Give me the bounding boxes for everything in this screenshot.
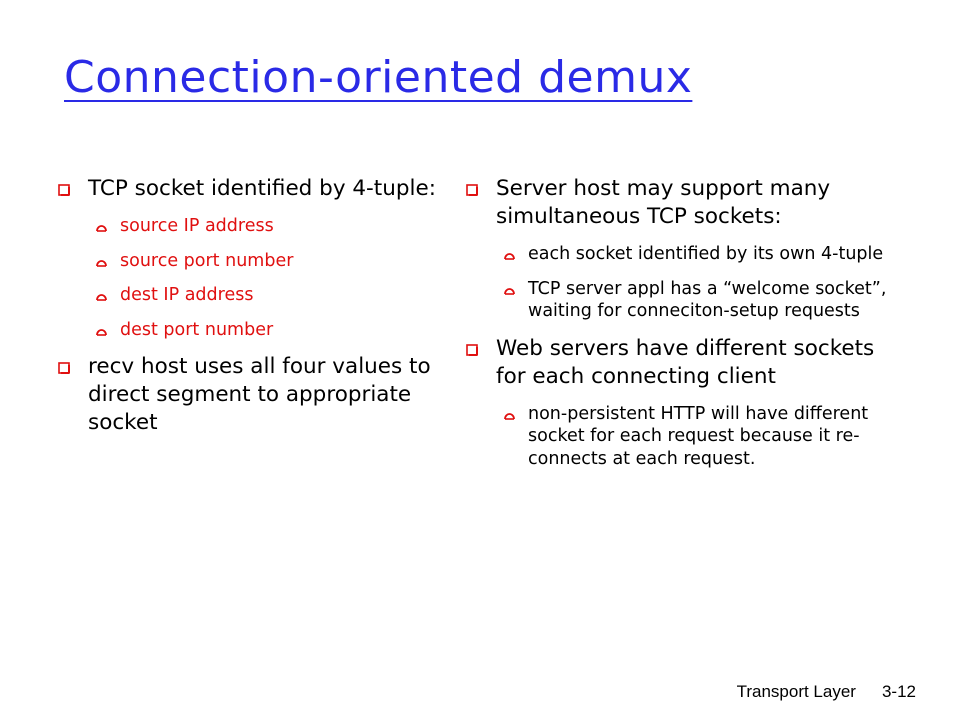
bullet-recv-host: recv host uses all four values to direct… — [58, 353, 438, 437]
sub-bullet: TCP server appl has a “welcome socket”, … — [496, 278, 896, 323]
bullet-text: TCP socket identified by 4-tuple: — [88, 176, 436, 201]
sub-bullet: non-persistent HTTP will have different … — [496, 403, 896, 471]
sub-bullet: source IP address — [88, 215, 438, 238]
sub-bullet: source port number — [88, 250, 438, 273]
page-number: 3-12 — [881, 682, 916, 701]
left-column: TCP socket identified by 4-tuple: source… — [58, 175, 438, 447]
sub-bullet-text: each socket identified by its own 4-tupl… — [528, 244, 884, 264]
semicircle-bullet-icon — [504, 253, 515, 260]
bullet-server-host: Server host may support many simultaneou… — [466, 175, 896, 323]
hollow-box-bullet-icon — [58, 184, 70, 196]
bullet-text: Server host may support many simultaneou… — [496, 176, 831, 229]
sub-bullet-text: TCP server appl has a “welcome socket”, … — [528, 278, 887, 322]
semicircle-bullet-icon — [96, 259, 107, 267]
sub-bullet: dest IP address — [88, 284, 438, 307]
semicircle-bullet-icon — [96, 328, 107, 336]
semicircle-bullet-icon — [96, 294, 107, 301]
footer-chapter: Transport Layer — [736, 682, 856, 701]
bullet-tcp-socket: TCP socket identified by 4-tuple: source… — [58, 175, 438, 341]
sub-bullet-text: dest port number — [120, 319, 274, 340]
sub-bullet-text: non-persistent HTTP will have different … — [528, 403, 869, 469]
bullet-text: Web servers have different sockets for e… — [496, 335, 875, 389]
bullet-text: recv host uses all four values to direct… — [88, 354, 431, 435]
hollow-box-bullet-icon — [466, 343, 478, 356]
semicircle-bullet-icon — [504, 412, 515, 420]
hollow-box-bullet-icon — [58, 362, 70, 374]
sub-bullet-text: dest IP address — [120, 285, 254, 305]
slide-title: Connection-oriented demux — [64, 52, 693, 103]
sub-bullet: dest port number — [88, 319, 438, 342]
right-column: Server host may support many simultaneou… — [466, 175, 896, 482]
slide-footer: Transport Layer 3-12 — [737, 682, 916, 702]
semicircle-bullet-icon — [96, 225, 107, 232]
sub-bullet: each socket identified by its own 4-tupl… — [496, 243, 896, 266]
bullet-web-servers: Web servers have different sockets for e… — [466, 335, 896, 471]
sub-bullet-text: source IP address — [120, 216, 274, 236]
sub-bullet-text: source port number — [120, 250, 294, 271]
semicircle-bullet-icon — [504, 287, 515, 295]
hollow-box-bullet-icon — [466, 184, 478, 196]
